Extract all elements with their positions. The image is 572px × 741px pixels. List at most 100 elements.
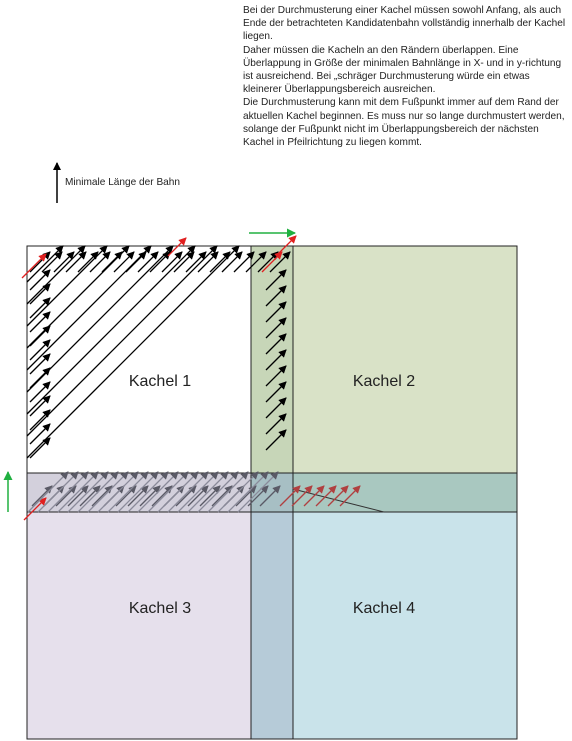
- scan-arrow-diagonal: [26, 245, 108, 327]
- scan-arrow-top: [77, 251, 99, 273]
- scan-hatch: [137, 471, 179, 513]
- scan-arrow-red: [21, 253, 47, 279]
- scan-hatch: [27, 471, 69, 513]
- scan-arrow-bottom-row: [115, 485, 137, 507]
- scan-arrow-diagonal: [26, 245, 174, 393]
- scan-arrow-row-red: [303, 485, 325, 507]
- scan-arrow-bottom-row: [259, 485, 281, 507]
- scan-hatch: [77, 471, 119, 513]
- scan-arrow-overlap: [265, 333, 287, 355]
- scan-arrow-bottom-row: [175, 485, 197, 507]
- scan-arrow-row-red: [339, 485, 361, 507]
- scan-hatch: [217, 471, 259, 513]
- overlap-vertical: [250, 511, 294, 740]
- scan-arrow-left: [29, 395, 51, 417]
- scan-arrow-bottom-row: [151, 485, 173, 507]
- scan-arrow-left: [29, 325, 51, 347]
- scan-hatch: [107, 471, 149, 513]
- scan-arrow-overlap: [265, 285, 287, 307]
- tile-2: [250, 245, 518, 513]
- tile-2-label: Kachel 2: [353, 373, 415, 390]
- scan-arrow-left: [29, 339, 51, 361]
- scan-arrow-left: [29, 297, 51, 319]
- scan-arrow-left: [29, 311, 51, 333]
- scan-arrow-left: [29, 381, 51, 403]
- scan-arrow-left: [29, 437, 51, 459]
- scan-hatch: [147, 471, 189, 513]
- scan-arrow-top: [137, 251, 159, 273]
- scan-arrow-diagonal: [26, 245, 240, 459]
- overlap-vertical-upper: [250, 245, 294, 474]
- scan-arrow-bottom-row: [199, 485, 221, 507]
- scan-arrow-red: [261, 251, 283, 273]
- scan-hatch: [177, 471, 219, 513]
- tile-4-label: Kachel 4: [353, 600, 415, 617]
- scan-arrow-bottom-row: [127, 485, 149, 507]
- scan-arrow-top: [245, 251, 267, 273]
- scan-arrow-overlap: [265, 429, 287, 451]
- scan-arrow-top: [269, 251, 291, 273]
- scan-arrow-row-red: [291, 485, 313, 507]
- scan-arrow-diagonal: [26, 245, 218, 437]
- scan-arrow-top: [101, 251, 123, 273]
- tile-3-label: Kachel 3: [129, 600, 191, 617]
- scan-arrow-top: [125, 251, 147, 273]
- scan-arrow-diagonal: [26, 245, 64, 283]
- scan-arrow-left: [29, 353, 51, 375]
- tile-1-label: Kachel 1: [129, 373, 191, 390]
- scan-arrow-top: [149, 251, 171, 273]
- scan-arrow-bottom-row: [91, 485, 113, 507]
- scan-arrow-diagonal: [26, 245, 196, 415]
- scan-arrow-top: [221, 251, 243, 273]
- scan-arrow-left: [29, 409, 51, 431]
- scan-hatch: [187, 471, 229, 513]
- scan-arrow-left: [29, 367, 51, 389]
- scan-arrow-top: [53, 251, 75, 273]
- legend-label: Minimale Länge der Bahn: [65, 177, 181, 188]
- scan-arrow-bottom-row: [55, 485, 77, 507]
- description-paragraph-3: Die Durchmusterung kann mit dem Fußpunkt…: [243, 97, 565, 149]
- scan-hatch: [57, 471, 99, 513]
- overlap-horizontal-right: [292, 472, 518, 513]
- scan-hatch: [237, 471, 279, 513]
- scan-hatch: [67, 471, 109, 513]
- scan-arrow-bottom-row: [247, 485, 269, 507]
- scan-hatch: [117, 471, 159, 513]
- scan-arrow-left: [29, 283, 51, 305]
- scan-arrow-diagonal: [26, 245, 86, 305]
- scan-arrow-left: [29, 423, 51, 445]
- scan-arrow-diagonal: [26, 245, 152, 371]
- scan-arrow-bottom-row: [67, 485, 89, 507]
- scan-arrow-top: [185, 251, 207, 273]
- description-paragraph-2: Daher müssen die Kacheln an den Rändern …: [243, 44, 562, 96]
- tile-1: [26, 245, 294, 513]
- scan-arrow-row-red: [315, 485, 337, 507]
- scan-hatch: [207, 471, 249, 513]
- scan-arrow-overlap: [265, 365, 287, 387]
- tile-3: [26, 472, 294, 740]
- scan-hatch: [87, 471, 129, 513]
- scan-hatch: [97, 471, 139, 513]
- scan-hatch: [47, 471, 89, 513]
- scan-arrow-bottom-row: [31, 485, 53, 507]
- scan-arrow-top: [161, 251, 183, 273]
- scan-arrow-top: [233, 251, 255, 273]
- scan-hatch: [37, 471, 79, 513]
- description-paragraph-1: Bei der Durchmusterung einer Kachel müss…: [243, 5, 566, 43]
- scan-arrow-row-red: [327, 485, 349, 507]
- scan-arrow-red: [167, 237, 187, 257]
- scan-arrow-left: [29, 269, 51, 291]
- scan-arrow-red: [23, 497, 47, 521]
- scan-arrow-red: [275, 235, 297, 257]
- scan-arrow-top: [65, 251, 87, 273]
- scan-arrow-top: [89, 251, 111, 273]
- tile-4: [250, 472, 518, 740]
- scan-arrow-bottom-row: [79, 485, 101, 507]
- scan-arrow-bottom-row: [187, 485, 209, 507]
- description-text: Bei der Durchmusterung einer Kachel müss…: [243, 4, 567, 149]
- scan-arrow-overlap: [265, 301, 287, 323]
- scan-arrow-top: [41, 251, 63, 273]
- scan-hatch: [197, 471, 239, 513]
- scan-arrow-overlap: [265, 397, 287, 419]
